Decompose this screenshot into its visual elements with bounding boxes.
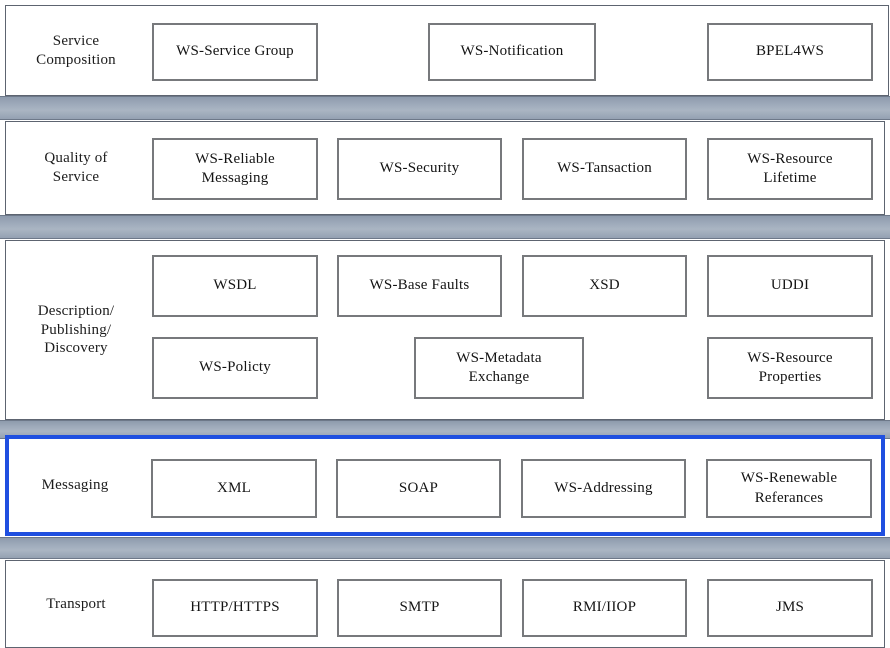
layer-label-description-publishing-discovery: Description/ Publishing/ Discovery xyxy=(6,241,146,419)
protocol-box-ws-policty[interactable]: WS-Policty xyxy=(152,337,318,399)
layer-label-line: Discovery xyxy=(44,340,108,357)
layer-quality-of-service: Quality of Service WS-Reliable Messaging… xyxy=(5,121,885,215)
layer-divider-1 xyxy=(0,96,890,120)
layer-label-quality-of-service: Quality of Service xyxy=(6,122,146,214)
protocol-box-label: BPEL4WS xyxy=(755,43,825,60)
protocol-box-wsdl[interactable]: WSDL xyxy=(152,255,318,317)
layer-transport: Transport HTTP/HTTPS SMTP RMI/IIOP JMS xyxy=(5,560,885,648)
protocol-box-ws-tansaction[interactable]: WS-Tansaction xyxy=(522,138,687,200)
protocol-box-label: WS-Addressing xyxy=(554,479,653,496)
layer-description-publishing-discovery: Description/ Publishing/ Discovery WSDL … xyxy=(5,240,885,420)
layer-label-line: Composition xyxy=(36,51,116,68)
layer-label-line: Messaging xyxy=(41,477,109,494)
protocol-box-label: XSD xyxy=(589,277,620,294)
protocol-box-label: UDDI xyxy=(770,277,810,294)
protocol-box-label: SOAP xyxy=(398,479,439,496)
layer-label-messaging: Messaging xyxy=(5,439,145,532)
layer-label-line: Service xyxy=(52,32,100,49)
protocol-box-xml[interactable]: XML xyxy=(151,459,317,518)
protocol-box-label: JMS xyxy=(775,599,805,616)
layer-label-line: Service xyxy=(52,169,100,185)
protocol-box-label: WS-Reliable Messaging xyxy=(158,150,312,189)
protocol-box-bpel4ws[interactable]: BPEL4WS xyxy=(707,23,873,81)
protocol-box-smtp[interactable]: SMTP xyxy=(337,579,502,637)
protocol-box-label: WS-Security xyxy=(379,160,460,177)
layer-service-composition: Service Composition WS-Service Group WS-… xyxy=(5,5,889,96)
protocol-box-label: WS-Renewable Referances xyxy=(712,469,866,508)
protocol-box-label: WS-Service Group xyxy=(176,43,294,60)
protocol-box-label: WS-Notification xyxy=(460,43,564,60)
protocol-box-ws-notification[interactable]: WS-Notification xyxy=(428,23,596,81)
protocol-box-label: RMI/IIOP xyxy=(572,599,637,616)
protocol-box-ws-security[interactable]: WS-Security xyxy=(337,138,502,200)
layer-label-line: Transport xyxy=(46,595,106,612)
protocol-box-label-line: Messaging xyxy=(201,170,269,186)
protocol-box-label: WS-Resource Properties xyxy=(713,349,867,388)
protocol-box-label: WS-Policty xyxy=(199,359,271,376)
protocol-box-ws-resource-lifetime[interactable]: WS-Resource Lifetime xyxy=(707,138,873,200)
protocol-box-label: WSDL xyxy=(213,277,257,294)
protocol-box-label-line: Lifetime xyxy=(763,170,817,186)
layer-label-line: Publishing/ xyxy=(40,321,112,338)
layer-label-transport: Transport xyxy=(6,561,146,647)
protocol-box-label: WS-Tansaction xyxy=(557,160,652,177)
protocol-box-ws-resource-properties[interactable]: WS-Resource Properties xyxy=(707,337,873,399)
layer-boxes-messaging: XML SOAP WS-Addressing WS-Renewable Refe… xyxy=(145,439,881,532)
protocol-box-rmi-iiop[interactable]: RMI/IIOP xyxy=(522,579,687,637)
protocol-box-ws-reliable-messaging[interactable]: WS-Reliable Messaging xyxy=(152,138,318,200)
protocol-box-jms[interactable]: JMS xyxy=(707,579,873,637)
layer-label-line: Quality of xyxy=(44,150,108,167)
layer-label-service-composition: Service Composition xyxy=(6,6,146,95)
protocol-box-xsd[interactable]: XSD xyxy=(522,255,687,317)
protocol-box-label: WS-Resource Lifetime xyxy=(713,150,867,189)
protocol-box-ws-renewable-referances[interactable]: WS-Renewable Referances xyxy=(706,459,872,518)
protocol-box-uddi[interactable]: UDDI xyxy=(707,255,873,317)
protocol-box-label: WS-Base Faults xyxy=(369,277,470,294)
protocol-box-label-line: Exchange xyxy=(468,369,530,385)
protocol-box-ws-metadata-exchange[interactable]: WS-Metadata Exchange xyxy=(414,337,584,399)
layer-divider-4 xyxy=(0,537,890,559)
protocol-box-label-line: WS-Reliable xyxy=(195,150,275,167)
layer-boxes-transport: HTTP/HTTPS SMTP RMI/IIOP JMS xyxy=(146,561,884,647)
protocol-box-http-https[interactable]: HTTP/HTTPS xyxy=(152,579,318,637)
protocol-box-label-line: WS-Resource xyxy=(747,349,833,366)
protocol-box-label: SMTP xyxy=(399,599,440,616)
layer-boxes-description-publishing-discovery: WSDL WS-Base Faults XSD UDDI WS-Policty … xyxy=(146,241,884,419)
layer-label-line: Description/ xyxy=(37,302,115,319)
protocol-box-label-line: WS-Resource xyxy=(747,150,833,167)
protocol-box-soap[interactable]: SOAP xyxy=(336,459,501,518)
protocol-box-label: XML xyxy=(217,479,251,496)
protocol-box-label-line: WS-Metadata xyxy=(456,349,542,366)
protocol-box-ws-base-faults[interactable]: WS-Base Faults xyxy=(337,255,502,317)
protocol-box-label-line: Properties xyxy=(758,369,822,385)
layer-divider-2 xyxy=(0,215,890,239)
layer-boxes-quality-of-service: WS-Reliable Messaging WS-Security WS-Tan… xyxy=(146,122,884,214)
protocol-box-ws-addressing[interactable]: WS-Addressing xyxy=(521,459,686,518)
protocol-box-label-line: Referances xyxy=(754,489,824,506)
protocol-box-label: HTTP/HTTPS xyxy=(190,599,280,616)
protocol-box-label: WS-Metadata Exchange xyxy=(420,349,578,388)
layer-boxes-service-composition: WS-Service Group WS-Notification BPEL4WS xyxy=(146,6,888,95)
protocol-box-ws-service-group[interactable]: WS-Service Group xyxy=(152,23,318,81)
protocol-box-label-line: WS-Renewable xyxy=(740,470,838,486)
layer-messaging: Messaging XML SOAP WS-Addressing WS-Rene… xyxy=(5,435,885,536)
